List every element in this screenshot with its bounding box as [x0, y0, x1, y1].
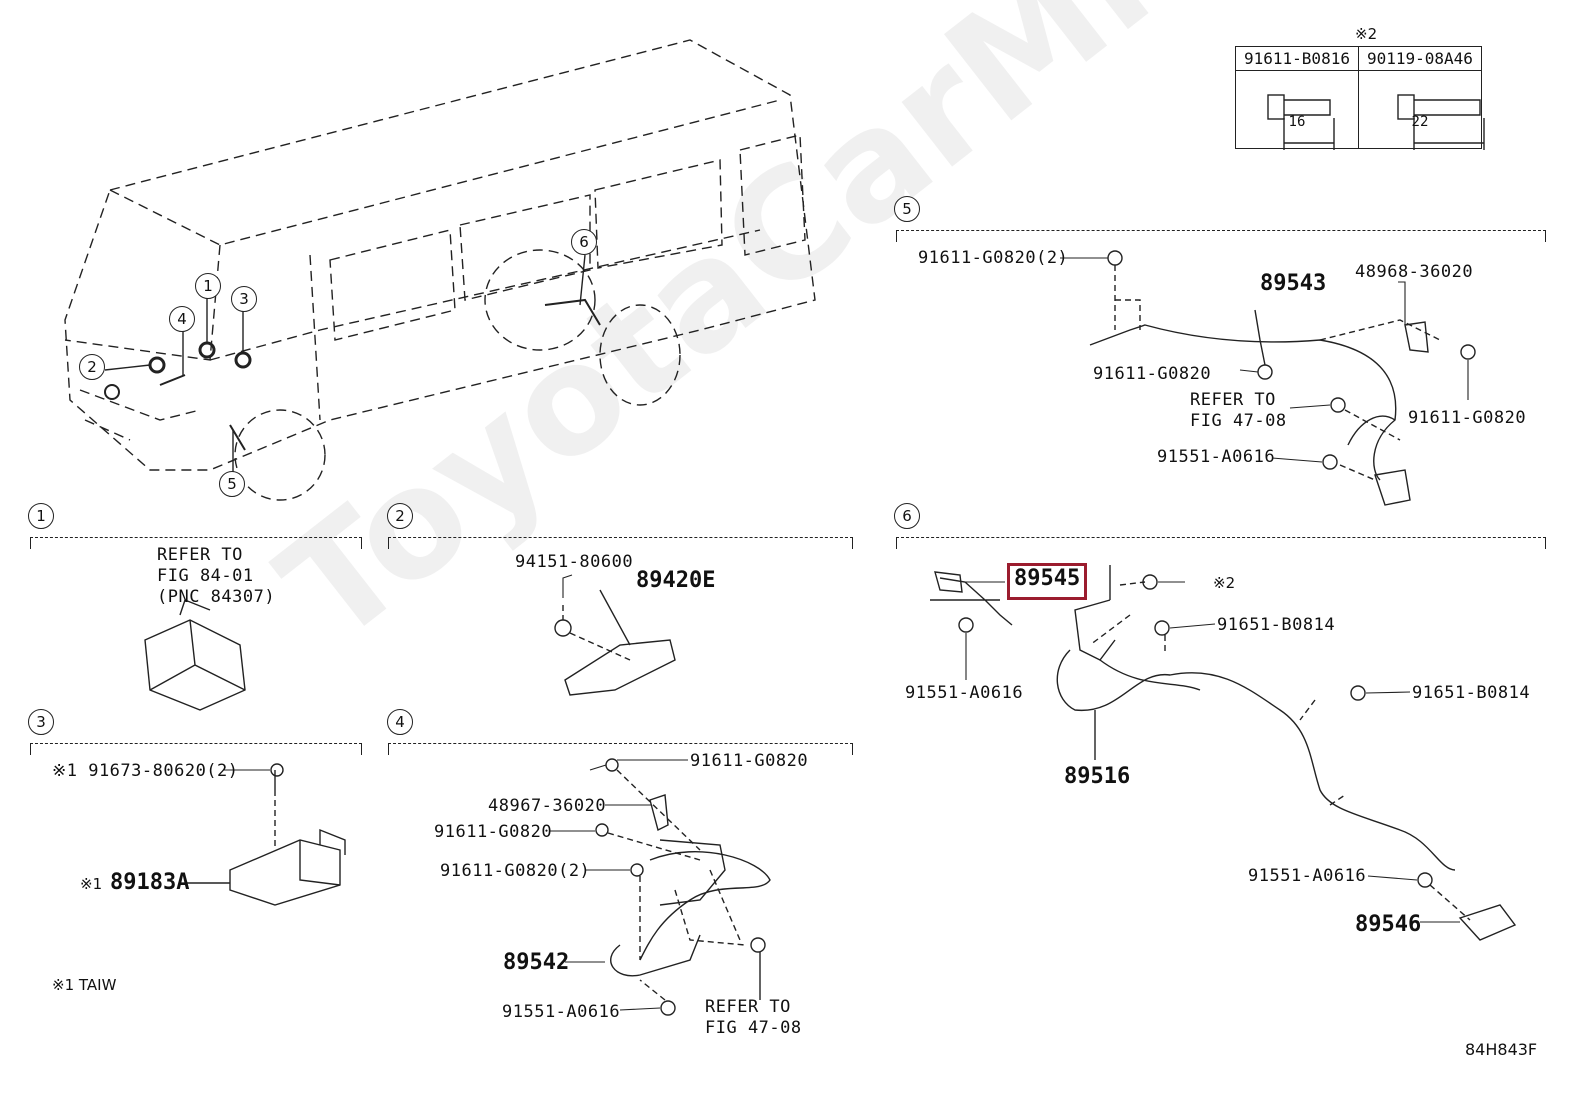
vehicle-callout-6[interactable]: 6: [571, 229, 597, 255]
sec6-part: [930, 565, 1517, 941]
section-4-bracket: [388, 743, 853, 755]
sec6-label-91651-a[interactable]: 91651-B0814: [1217, 615, 1336, 635]
fastener-table: 91611-B0816 90119-08A46 16 22: [1235, 46, 1482, 149]
sec1-refer-line3[interactable]: (PNC 84307): [157, 587, 276, 607]
sec5-part: [1089, 250, 1476, 506]
sec5-refer-line1[interactable]: REFER TO: [1190, 390, 1276, 410]
sec4-label-91551[interactable]: 91551-A0616: [502, 1002, 621, 1022]
sec4-label-91611-2[interactable]: 91611-G0820(2): [440, 861, 591, 881]
section-5-bracket: [896, 230, 1546, 242]
sec5-label-89543[interactable]: 89543: [1260, 271, 1327, 296]
section-3-number: 3: [28, 709, 54, 735]
sec6-label-91651-b[interactable]: 91651-B0814: [1412, 683, 1531, 703]
sec5-label-91611-2[interactable]: 91611-G0820(2): [918, 248, 1069, 268]
sec6-label-89516[interactable]: 89516: [1064, 764, 1131, 789]
section-1-bracket: [30, 537, 362, 549]
section-4-number: 4: [387, 709, 413, 735]
sec4-label-91611-a[interactable]: 91611-G0820: [690, 751, 809, 771]
sec1-refer-line2[interactable]: FIG 84-01: [157, 566, 254, 586]
section-1-number: 1: [28, 503, 54, 529]
sec4-refer-line2[interactable]: FIG 47-08: [705, 1018, 802, 1038]
fastener-header-1: 91611-B0816: [1235, 46, 1359, 71]
sec4-label-91611-b[interactable]: 91611-G0820: [434, 822, 553, 842]
highlight-box: [1007, 563, 1087, 600]
section-6-bracket: [896, 537, 1546, 549]
section-5-number: 5: [894, 196, 920, 222]
sec4-label-48967[interactable]: 48967-36020: [488, 796, 607, 816]
sec3-bolt-label[interactable]: ※1 91673-80620(2): [52, 761, 239, 781]
leader-lines: [224, 257, 1469, 1011]
sec2-part: [554, 589, 676, 696]
vehicle-callout-1[interactable]: 1: [195, 273, 221, 299]
sec4-label-89542[interactable]: 89542: [503, 950, 570, 975]
sec5-label-48968[interactable]: 48968-36020: [1355, 262, 1474, 282]
sec6-label-91551-a[interactable]: 91551-A0616: [905, 683, 1024, 703]
sec3-part-mark: ※1: [80, 875, 103, 893]
fastener-length-1: 16: [1235, 70, 1359, 149]
sec6-label-89546[interactable]: 89546: [1355, 912, 1422, 937]
sec5-label-91551[interactable]: 91551-A0616: [1157, 447, 1276, 467]
vehicle-callout-3[interactable]: 3: [231, 286, 257, 312]
sec6-label-89545[interactable]: 89545: [1014, 566, 1081, 591]
vehicle-callout-4[interactable]: 4: [169, 306, 195, 332]
fastener-length-2: 22: [1357, 70, 1482, 149]
sec6-fastener-marker: ※2: [1213, 574, 1236, 592]
vehicle-callout-2[interactable]: 2: [79, 354, 105, 380]
section-2-bracket: [388, 537, 853, 549]
sec6-label-91551-b[interactable]: 91551-A0616: [1248, 866, 1367, 886]
sec4-part: [595, 758, 771, 1016]
bus-illustration: [64, 39, 816, 501]
fastener-table-marker: ※2: [1355, 25, 1378, 43]
sec3-note: ※1 TAIW: [52, 976, 117, 994]
sec5-label-91611-a[interactable]: 91611-G0820: [1093, 364, 1212, 384]
section-3-bracket: [30, 743, 362, 755]
sec3-part-label[interactable]: 89183A: [110, 870, 190, 895]
section-2-number: 2: [387, 503, 413, 529]
section-6-number: 6: [894, 503, 920, 529]
sec4-refer-line1[interactable]: REFER TO: [705, 997, 791, 1017]
sec3-part: [185, 763, 346, 906]
sec2-label-94151[interactable]: 94151-80600: [515, 552, 634, 572]
sec1-refer-line1[interactable]: REFER TO: [157, 545, 243, 565]
fastener-header-2: 90119-08A46: [1357, 46, 1482, 71]
sec1-part: [144, 599, 246, 711]
sec2-label-89420E[interactable]: 89420E: [636, 568, 716, 593]
vehicle-callout-5[interactable]: 5: [219, 471, 245, 497]
diagram-code: 84H843F: [1465, 1040, 1538, 1059]
sec5-refer-line2[interactable]: FIG 47-08: [1190, 411, 1287, 431]
sec5-label-91611-b[interactable]: 91611-G0820: [1408, 408, 1527, 428]
